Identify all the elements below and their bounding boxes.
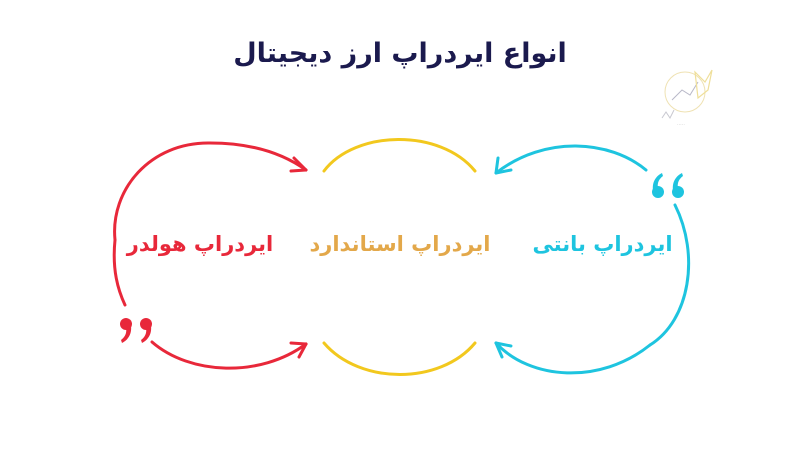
holder-arrowhead-bottom-icon xyxy=(289,341,308,359)
bounty-airdrop-label: ایردراپ بانتی xyxy=(532,232,673,256)
bounty-arrowhead-bottom-icon xyxy=(494,341,513,359)
bounty-arc xyxy=(494,144,691,375)
holder-airdrop-label: ایردراپ هولدر xyxy=(126,232,274,256)
bounty-arrowhead-top-icon xyxy=(494,156,513,175)
brand-logo-icon xyxy=(661,69,713,119)
holder-arc xyxy=(112,141,308,370)
standard-airdrop-label: ایردراپ استاندارد xyxy=(309,232,491,256)
quote-open-icon xyxy=(652,173,684,198)
holder-arrowhead-top-icon xyxy=(289,156,308,173)
page-title: انواع ایردراپ ارز دیجیتال xyxy=(233,38,567,69)
quote-close-icon xyxy=(120,318,152,343)
logo-caption: ..... xyxy=(677,121,685,127)
standard-arc xyxy=(322,138,477,376)
